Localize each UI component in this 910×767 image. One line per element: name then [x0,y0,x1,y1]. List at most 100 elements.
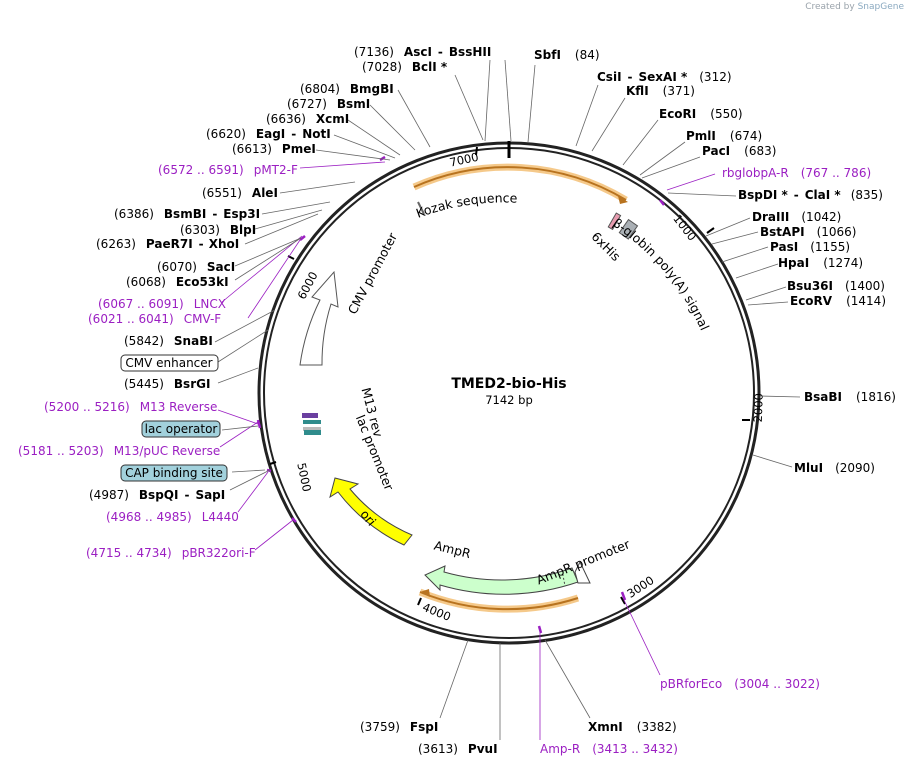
boxed-labels: lac operator CAP binding site CMV enhanc… [120,354,228,482]
leader-pmli [639,141,686,176]
tick-7000 [475,146,478,156]
leader-rbglob [666,173,716,191]
label-fspi: (3759)FspI [360,720,438,734]
his-label: 6xHis [588,229,623,264]
enzyme-labels: SbfI(84) CsiI-SexAI *(312) KflI(371) Eco… [89,45,896,756]
tick-1000 [706,227,715,234]
leader-ecorv [747,301,789,306]
primer-mark-cmvf [299,235,306,241]
ampr-promoter-arrow [574,560,591,584]
leader-bmgbi [397,89,431,148]
tick-4000 [417,597,422,606]
label-sbfi: SbfI(84) [534,48,600,62]
leader-bsmbi [261,201,331,215]
label-bsabi: BsaBI(1816) [804,390,896,404]
credit-prefix: Created by [805,2,855,12]
label-pvui: (3613)PvuI [418,742,498,756]
ampr-label: AmpR [432,538,472,562]
primer-mark-m13 [256,419,262,429]
kozak-label: Kozak sequence [414,190,518,220]
cmv-enhancer-box [120,354,219,372]
primer-mark-ampr [537,625,543,634]
label-xcmi: (6636)XcmI [266,112,349,126]
leader-cmvf [247,239,301,319]
label-csii: CsiI-SexAI *(312) [597,70,732,84]
leader-mlui [752,454,793,468]
lac-promoter-feature [303,427,321,431]
lac-operator-label: lac operator [145,422,218,436]
leader-m13rev [217,409,259,425]
leader-lines [214,59,801,740]
label-ecori: EcoRI(550) [659,107,743,121]
label-saci: (6070)SacI [157,260,235,274]
label-bstapi: BstAPI(1066) [760,225,856,239]
label-m13rev: (5200 .. 5216)M13 Reverse [44,400,217,414]
ori-arrow [329,477,413,546]
leader-cap [231,469,266,473]
leader-bstapi [711,231,759,245]
leader-bcli [454,74,484,141]
cmv-label: CMV promoter [345,229,401,316]
leader-bspqi [229,469,271,491]
label-l4440: (4968 .. 4985)L4440 [106,510,239,524]
leader-pbrforeco [623,599,661,676]
leader-sbfi [504,59,512,142]
m13-feature [304,430,321,435]
label-draiii: DraIII(1042) [752,210,841,224]
backbone [257,141,761,645]
orf-bottom-arrowhead [420,589,430,597]
lac-operator-box [141,420,221,438]
label-bsmbi: (6386)BsmBI-Esp3I [114,207,260,221]
leader-asci [484,59,491,142]
leader-pmei [315,149,391,161]
label-alei: (6551)AleI [202,186,278,200]
plasmid-title: TMED2-bio-His [451,376,566,392]
cmv-enhancer-label: CMV enhancer [125,356,212,370]
label-bsrgi: (5445)BsrGI [124,377,210,391]
label-pasi: PasI(1155) [770,240,850,254]
label-m13puc: (5181 .. 5203)M13/pUC Reverse [18,444,220,458]
tick-label-7000: 7000 [448,150,480,170]
orf-bottom-arrow [419,591,579,611]
primer-marks [256,155,665,634]
label-bspqi: (4987)BspQI-SapI [89,488,225,502]
kozak-marker [417,201,425,215]
leader-bsu36i [745,286,787,301]
label-ecorv: EcoRV(1414) [790,294,886,308]
primer-mark-pmt2 [379,155,386,162]
leader-bsabi [759,395,801,398]
label-rbglobpa: rbglobpA-R(767 .. 786) [722,166,871,180]
label-lncx: (6067 .. 6091)LNCX [98,297,226,311]
leader-draiii [705,217,751,237]
label-pbr322ori: (4715 .. 4734)pBR322ori-F [86,546,256,560]
tick-label-2000: 2000 [751,393,766,423]
tick-3000 [620,596,626,605]
label-snabi: (5842)SnaBI [124,334,213,348]
cap-label: CAP binding site [125,466,223,480]
label-bcli: (7028)BclI * [362,60,448,74]
label-mlui: MluI(2090) [794,461,875,475]
leader-pasi [721,246,769,263]
label-pmli: PmlI(674) [686,129,762,143]
cmv-promoter-arrow [299,270,339,366]
label-xmni: XmnI(3382) [588,720,677,734]
leader-xhoi [244,213,319,245]
label-pmt2: (6572 .. 6591)pMT2-F [158,163,298,177]
cap-box [120,464,228,482]
label-asci: (7136)AscI-BssHII [354,45,491,59]
leader-bsmi [369,104,416,151]
lac-operator-feature [302,413,318,418]
leader-eco53ki [234,237,302,281]
label-kfli: KflI(371) [626,84,695,98]
leader-snabi [214,309,276,343]
label-bsmi: (6727)BsmI [287,97,370,111]
leader-lncx [221,235,303,303]
ampr-arrow [424,565,579,595]
leader-pbr322ori [254,519,294,551]
leader-saci [234,237,302,267]
label-eco53ki: (6068)Eco53kI [126,275,229,289]
leader-alei [279,181,356,194]
leader-ecori [622,119,659,166]
label-bmgbi: (6804)BmgBI [300,82,394,96]
leader-bsrgi [217,367,259,384]
